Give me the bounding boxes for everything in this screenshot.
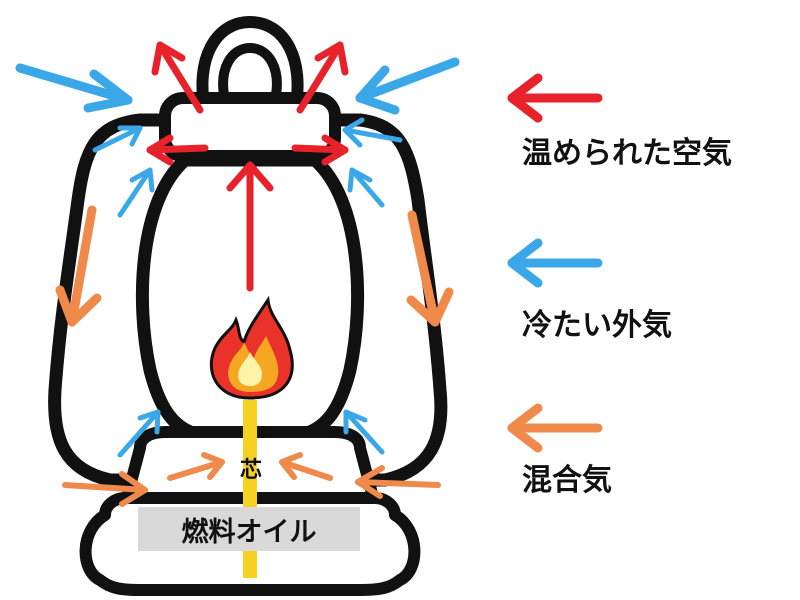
warm-arrow-center-head xyxy=(226,161,274,192)
cold-arrow-cap-left xyxy=(92,125,143,153)
cold-arrow-globe-right-head xyxy=(347,167,373,193)
legend-cold-air-label: 冷たい外気 xyxy=(522,308,672,343)
mixed-arrow-left-frame xyxy=(67,205,97,327)
legend-mixed-arrow xyxy=(507,403,603,453)
fuel-oil-box: 燃料オイル xyxy=(138,507,360,551)
fuel-oil-label: 燃料オイル xyxy=(181,516,317,548)
mixed-arrow-base-left xyxy=(62,482,148,493)
legend-mixed-air-label: 混合気 xyxy=(522,463,612,498)
cold-arrow-cap-left-head xyxy=(117,125,143,147)
cold-arrow-top-right-head xyxy=(355,65,400,115)
flame-icon xyxy=(209,295,294,400)
warm-arrow-right-side-head xyxy=(321,134,349,166)
cold-arrow-globe-left xyxy=(117,167,153,218)
mixed-arrow-inner-right xyxy=(279,459,333,481)
warm-arrow-left-side-head xyxy=(146,134,174,166)
mixed-arrow-right-frame-head xyxy=(406,287,454,327)
cold-arrow-cap-right xyxy=(342,127,403,143)
cold-arrow-top-left xyxy=(15,63,133,105)
warm-arrow-left-side xyxy=(146,144,209,154)
cold-arrow-base-right-head xyxy=(343,409,368,435)
cold-arrow-cap-right-head xyxy=(342,117,365,148)
top-ring xyxy=(196,15,304,116)
mixed-arrow-inner-left-head xyxy=(201,452,225,480)
mixed-arrow-inner-right-head xyxy=(279,452,303,480)
cold-arrow-top-right xyxy=(355,57,460,103)
cold-arrow-base-left xyxy=(117,409,161,458)
warm-arrow-right-up xyxy=(296,41,344,114)
mixed-arrow-right-frame xyxy=(407,210,440,327)
cold-arrow-globe-left-head xyxy=(129,167,155,193)
legend-warm-air-label: 温められた空気 xyxy=(522,136,732,171)
wick xyxy=(243,400,257,578)
mixed-arrow-base-left-head xyxy=(119,471,148,507)
mixed-air-arrows xyxy=(55,205,454,507)
wick-label: 芯 xyxy=(240,458,263,483)
cold-arrow-base-left-head xyxy=(137,409,161,435)
cold-air-arrows xyxy=(15,57,460,458)
legend-arrows xyxy=(507,73,603,453)
cold-arrow-globe-right xyxy=(349,167,385,208)
mixed-arrow-base-right-head xyxy=(355,465,385,499)
warm-arrow-right-side xyxy=(291,144,349,154)
warm-arrow-left-up xyxy=(156,41,204,114)
legend-warm-arrow xyxy=(507,73,603,123)
mixed-arrow-base-right xyxy=(355,479,441,488)
mixed-arrow-inner-left xyxy=(167,459,225,481)
cold-arrow-base-right xyxy=(343,409,385,455)
legend-cold-arrow xyxy=(507,238,603,288)
mixed-arrow-left-frame-head xyxy=(55,285,102,327)
warm-air-arrows xyxy=(146,41,349,292)
warm-arrow-right-up-head xyxy=(314,41,349,76)
cold-arrow-top-left-head xyxy=(83,69,133,113)
warm-arrow-left-up-head xyxy=(151,41,186,76)
